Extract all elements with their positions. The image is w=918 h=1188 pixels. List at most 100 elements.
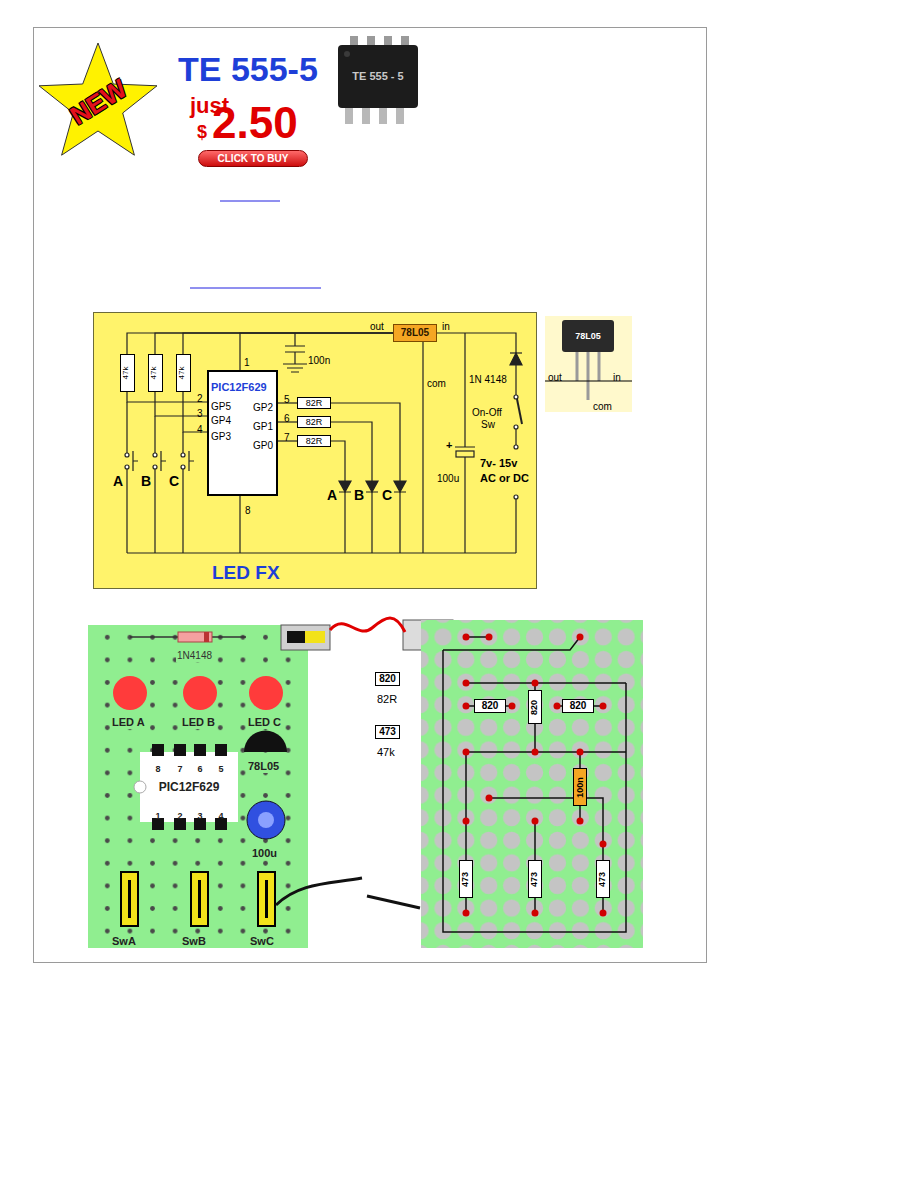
schematic-wire — [181, 465, 185, 469]
node-text: GP5 — [211, 401, 231, 412]
schematic-wire — [183, 392, 207, 432]
label-holder: 1 — [156, 805, 161, 823]
copper-board — [421, 620, 643, 948]
copper-board — [509, 703, 516, 710]
component-board — [204, 632, 209, 642]
label-holder: LED B — [181, 712, 216, 730]
label-holder: 3 — [198, 805, 203, 823]
supply-rating: 7v- 15v — [480, 457, 517, 470]
schematic-wire — [339, 481, 351, 492]
schematic-wire — [515, 429, 516, 445]
part-label: SwC — [249, 935, 275, 948]
schematic-wire — [456, 451, 474, 457]
node-text: GP1 — [253, 421, 273, 432]
schematic-wire — [515, 365, 516, 395]
node-text: 473 — [462, 871, 471, 886]
pin-number: 3 — [197, 408, 203, 420]
copper-board — [463, 818, 470, 825]
pin-number: 4 — [197, 424, 203, 436]
switch-label: C — [169, 473, 179, 489]
label-holder: out — [370, 316, 384, 334]
schematic-wire — [515, 499, 516, 553]
component-board — [113, 676, 147, 710]
schematic-wire — [422, 342, 423, 553]
node-text: 82R — [306, 418, 323, 427]
component-board — [178, 632, 212, 642]
label-holder: C — [169, 472, 179, 490]
badge-star: NEW — [38, 33, 158, 171]
component-board — [152, 744, 164, 756]
component-board — [134, 781, 146, 793]
label-holder: 7 — [178, 758, 183, 776]
hookup-wire — [330, 618, 405, 632]
part-label: LED C — [247, 716, 282, 729]
copper-board — [486, 634, 493, 641]
label-holder: C — [382, 486, 392, 504]
schematic-wire — [339, 492, 406, 553]
label-holder: SwC — [249, 931, 275, 949]
schematic-wire — [366, 481, 378, 492]
node-text: 100n — [576, 777, 585, 798]
resistor-box: 473 — [459, 860, 473, 898]
text-holder: PIC12F629 — [211, 377, 267, 395]
chip-photo — [344, 51, 350, 57]
label-holder: 5 — [284, 389, 290, 407]
chip-photo — [338, 36, 418, 124]
slide-switch — [281, 625, 330, 650]
pin-number: 4 — [219, 811, 224, 821]
copper-board — [443, 637, 626, 932]
node-text: GP0 — [253, 440, 273, 451]
schematic-wire — [239, 496, 240, 553]
label-holder: A — [113, 472, 123, 490]
part-label: SwA — [111, 935, 137, 948]
product-name: TE 555-5 — [178, 50, 318, 89]
copper-board — [532, 818, 539, 825]
regulator-box: 78L05 — [393, 324, 437, 342]
schematic-wire — [240, 333, 393, 370]
part-label: 78L05 — [247, 760, 280, 773]
label-holder: SwB — [181, 931, 207, 949]
terminal-name: com — [593, 401, 612, 413]
price: 2.50 — [212, 98, 298, 149]
node-text: LED FX — [212, 563, 280, 584]
copper-board — [421, 620, 643, 948]
part-label: Sw — [481, 419, 495, 431]
slide-switch — [287, 631, 305, 643]
node-text: 78L05 — [401, 328, 429, 338]
label-holder: 82R — [377, 689, 397, 707]
schematic-wire — [183, 333, 393, 354]
terminal-name: out — [370, 321, 384, 333]
schematic-wire — [125, 453, 129, 457]
pin-number: 5 — [284, 394, 290, 406]
resistor-box: 473 — [596, 860, 610, 898]
component-board — [247, 801, 285, 839]
node-text: 473 — [599, 871, 608, 886]
label-holder: 3 — [197, 403, 203, 421]
schematic-wire — [455, 333, 475, 447]
text-holder: GP0 — [253, 435, 273, 453]
label-holder: 100u — [437, 468, 459, 486]
regulator-photo — [577, 352, 599, 400]
buy-button: CLICK TO BUY — [198, 150, 308, 167]
legend-resistor: 473 — [375, 725, 400, 739]
hookup-wire — [276, 618, 420, 908]
schematic-wire — [127, 392, 207, 402]
pin-number: 6 — [198, 764, 203, 774]
pin-number: 1 — [156, 811, 161, 821]
pin-number: 8 — [156, 764, 161, 774]
label-holder: 100n — [308, 350, 330, 368]
link-underline — [190, 201, 321, 288]
pin-number: 7 — [284, 432, 290, 444]
schematic-wire — [181, 453, 185, 457]
schematic-wire — [153, 453, 157, 457]
label-holder: 1N 4148 — [469, 369, 507, 387]
resistor-box: 820 — [562, 699, 594, 713]
legend-value: 47k — [377, 746, 395, 759]
copper-board — [600, 841, 607, 848]
polarity-mark: + — [446, 439, 452, 452]
link-underline — [190, 288, 321, 289]
label-holder: 7 — [284, 427, 290, 445]
schematic-wire — [155, 416, 166, 553]
